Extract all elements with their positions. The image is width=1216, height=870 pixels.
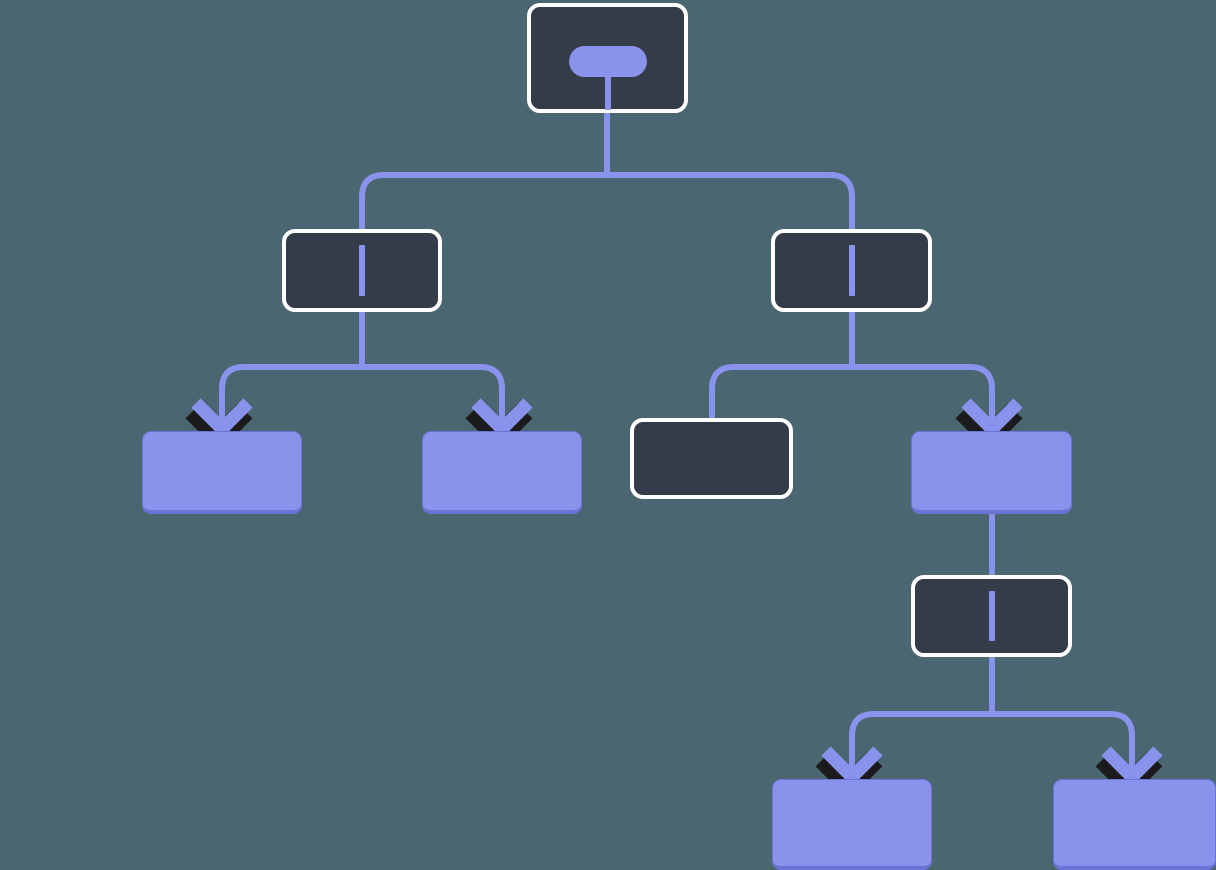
- connector-lines-group: [219, 113, 1135, 779]
- root-node[interactable]: [527, 3, 688, 113]
- edge-level3-to-leaf-f: [989, 657, 1135, 779]
- level3-dark-node-inner-bar: [988, 591, 995, 641]
- leaf-node-a[interactable]: [142, 431, 302, 514]
- level3-dark-node[interactable]: [911, 575, 1072, 657]
- edge-level1-left-to-leaf-b: [359, 312, 505, 431]
- level2-dark-node[interactable]: [630, 418, 793, 499]
- level1-right-node-inner-bar: [848, 245, 855, 296]
- arrowhead-group: [191, 398, 1163, 787]
- edge-root-to-level1-left: [359, 113, 610, 229]
- leaf-node-f[interactable]: [1053, 779, 1216, 870]
- edge-level1-right-to-leaf-d-arrowhead: [961, 398, 1023, 439]
- edge-level1-right-to-leaf-d: [849, 312, 995, 431]
- level1-left-node[interactable]: [282, 229, 442, 312]
- edge-root-to-level1-right: [604, 113, 855, 229]
- edge-level1-right-to-level2-dark: [709, 312, 855, 418]
- leaf-node-e[interactable]: [772, 779, 932, 870]
- level1-right-node[interactable]: [771, 229, 932, 312]
- edge-level1-left-to-leaf-a: [219, 312, 365, 431]
- level1-left-node-inner-bar: [359, 245, 365, 296]
- leaf-node-b[interactable]: [422, 431, 582, 514]
- edge-level3-to-leaf-e-arrowhead: [821, 746, 883, 787]
- leaf-node-d[interactable]: [911, 431, 1072, 514]
- edge-level1-left-to-leaf-a-arrowhead: [191, 398, 253, 439]
- edge-level3-to-leaf-f-arrowhead: [1101, 746, 1163, 787]
- edge-level1-left-to-leaf-b-arrowhead: [471, 398, 533, 439]
- root-node-stem-marker: [604, 77, 611, 110]
- root-node-pill-marker: [568, 46, 647, 77]
- edge-level3-to-leaf-e: [849, 657, 995, 779]
